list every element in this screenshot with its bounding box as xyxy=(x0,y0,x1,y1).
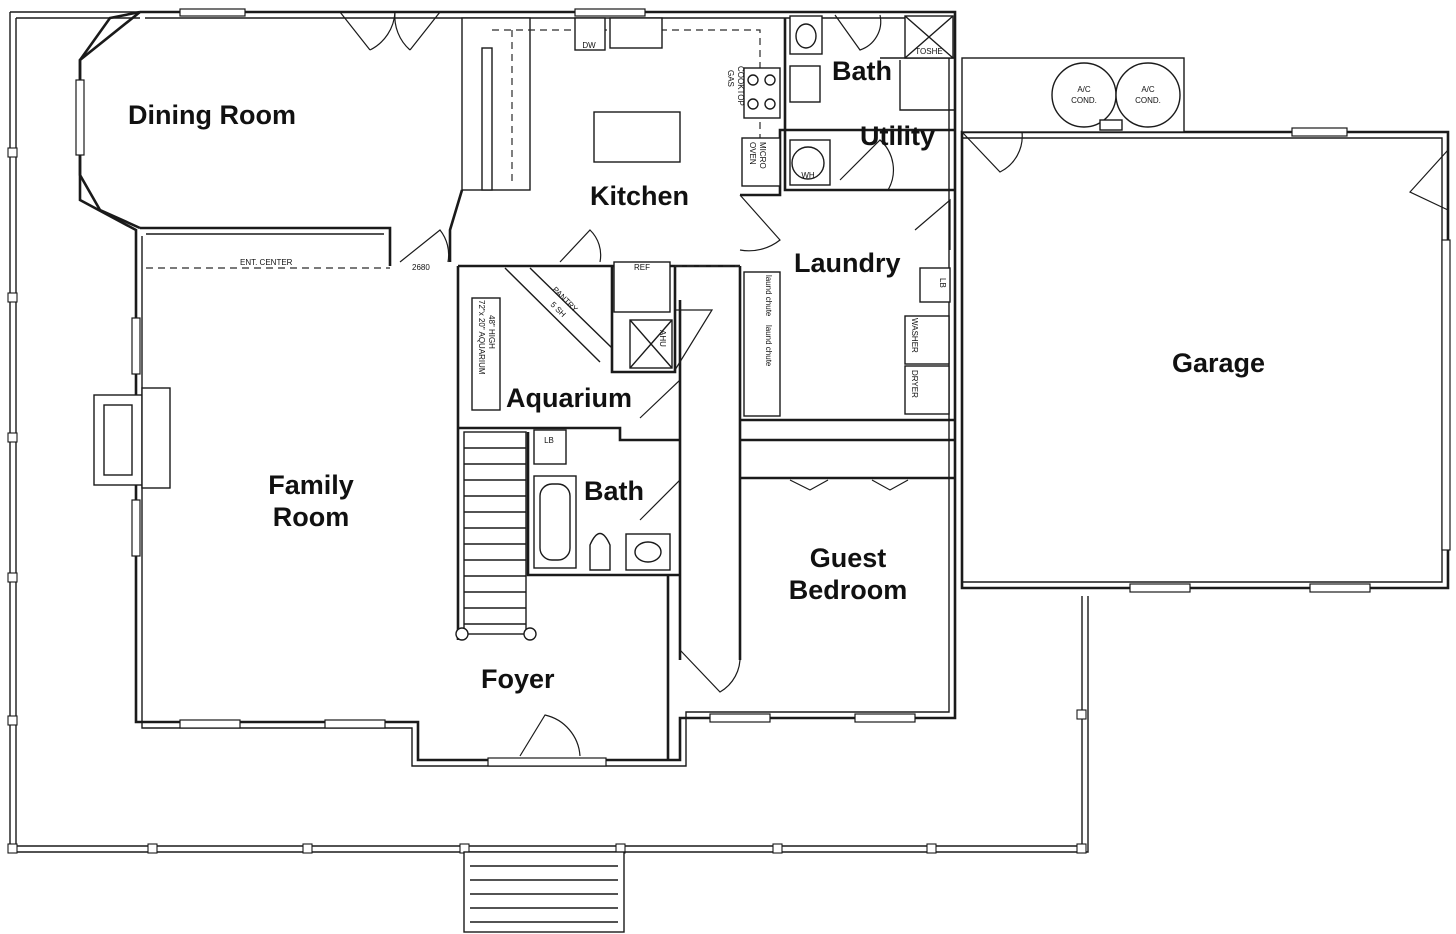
room-label-guest-bedroom: Guest xyxy=(810,543,887,573)
laundry-fixtures: LB WASHER DRYER laund chute laund chute xyxy=(743,267,951,417)
ahu-label: AHU xyxy=(658,330,667,347)
garage-walls xyxy=(960,127,1451,593)
lavatory-label: LB xyxy=(544,436,554,445)
dryer-label: DRYER xyxy=(910,370,919,398)
room-label-foyer: Foyer xyxy=(481,664,555,694)
shower-label: TOSHE xyxy=(915,47,942,56)
lower-bath-fixtures: LB xyxy=(533,429,671,571)
room-label-guest-bedroom: Bedroom xyxy=(789,575,908,605)
windows xyxy=(75,8,916,767)
door-size-label: 2680 xyxy=(412,263,430,272)
room-label-utility: Utility xyxy=(860,121,935,151)
aquarium-height-label: 48" HIGH xyxy=(487,315,496,349)
kitchen-fixtures: DW GAS COOKTOP OVEN MICRO REF AHU PANTRY… xyxy=(504,17,781,369)
washer-label: WASHER xyxy=(910,318,919,353)
room-label-bath-upper: Bath xyxy=(832,56,892,86)
room-label-dining-room: Dining Room xyxy=(128,100,296,130)
laundry-sink-label: LB xyxy=(938,278,947,288)
micro-label: MICRO xyxy=(758,142,767,169)
ac-cond-label: A/C xyxy=(1077,85,1091,94)
interior-walls xyxy=(140,17,955,760)
dishwasher-label: DW xyxy=(582,41,596,50)
laundry-chute-label: laund chute xyxy=(764,325,773,367)
water-heater-label: WH xyxy=(801,171,815,180)
cooktop-label: GAS xyxy=(726,70,735,87)
ac-cond-label: A/C xyxy=(1141,85,1155,94)
ac-pad: A/C COND. A/C COND. xyxy=(961,57,1185,133)
room-label-garage: Garage xyxy=(1172,348,1265,378)
door-swings xyxy=(339,11,1449,757)
aquarium-size-label: 72"x 20" AQUARIUM xyxy=(477,300,486,375)
ac-cond-label: COND. xyxy=(1071,96,1097,105)
room-label-bath-lower: Bath xyxy=(584,476,644,506)
fireplace xyxy=(93,387,171,489)
cooktop-label: COOKTOP xyxy=(736,66,745,106)
entertainment-center-label: ENT. CENTER xyxy=(240,258,293,267)
front-steps xyxy=(463,851,625,933)
ac-cond-label: COND. xyxy=(1135,96,1161,105)
laundry-chute-label: laund chute xyxy=(764,275,773,317)
aquarium-stairs: 72"x 20" AQUARIUM 48" HIGH xyxy=(455,297,537,641)
room-label-aquarium: Aquarium xyxy=(506,383,632,413)
refrigerator-label: REF xyxy=(634,263,650,272)
oven-label: OVEN xyxy=(748,142,757,165)
room-label-kitchen: Kitchen xyxy=(590,181,689,211)
room-label-family-room: Room xyxy=(273,502,350,532)
upper-bath-fixtures: TOSHE WH xyxy=(789,15,954,186)
room-label-laundry: Laundry xyxy=(794,248,901,278)
porch-posts xyxy=(7,147,1087,854)
room-label-family-room: Family xyxy=(268,470,354,500)
